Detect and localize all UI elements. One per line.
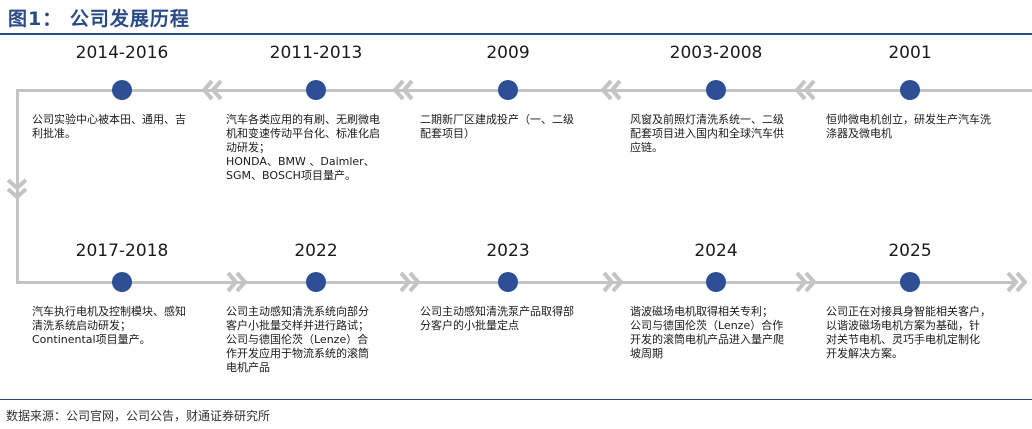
- desc-line: 公司实验中心被本田、通用、吉: [32, 113, 186, 126]
- top_row-milestone-dot-3: [498, 80, 518, 100]
- desc-line: HONDA、BMW 、Daimler、: [226, 155, 375, 168]
- top_row-milestone-desc-5: 恒帅微电机创立，研发生产汽车洗涤器及微电机: [826, 113, 1026, 141]
- top_row-milestone-dot-2: [306, 80, 326, 100]
- top_row-year-5: 2001: [888, 43, 932, 63]
- left-chevron-icon: [202, 79, 223, 101]
- bottom_row-milestone-desc-5: 公司正在对接具身智能相关客户，以谐波磁场电机方案为基础，针对关节电机、灵巧手电机…: [826, 305, 1026, 361]
- figure-title: 图1： 公司发展历程: [8, 8, 190, 30]
- top_row-milestone-desc-1: 公司实验中心被本田、通用、吉利批准。: [32, 113, 210, 141]
- bottom_row-milestone-desc-4: 谐波磁场电机取得相关专利；公司与德国伦茨（Lenze）合作开发的滚筒电机产品进入…: [630, 305, 810, 361]
- bottom_row-milestone-dot-3: [498, 272, 518, 292]
- desc-line: 机和变速传动平台化、标准化启: [226, 127, 380, 140]
- desc-line: 电机产品: [226, 361, 270, 374]
- bottom_row-year-2: 2022: [294, 241, 338, 261]
- desc-line: 利批准。: [32, 127, 76, 140]
- right-chevron-icon: [1006, 271, 1027, 293]
- desc-line: 以谐波磁场电机方案为基础，针: [826, 319, 980, 332]
- top_row-year-3: 2009: [486, 43, 530, 63]
- desc-line: SGM、BOSCH项目量产。: [226, 169, 356, 182]
- top_row-year-2: 2011-2013: [269, 43, 363, 63]
- bottom_row-year-3: 2023: [486, 241, 530, 261]
- desc-line: 谐波磁场电机取得相关专利；: [630, 305, 773, 318]
- bottom_row-milestone-dot-5: [900, 272, 920, 292]
- source-rule: [0, 399, 1032, 400]
- left-chevron-icon: [795, 79, 816, 101]
- right-chevron-icon: [602, 271, 623, 293]
- desc-line: 公司与德国伦茨（Lenze）合作: [630, 319, 784, 332]
- top_row-milestone-dot-5: [900, 80, 920, 100]
- source-note: 数据来源：公司官网，公司公告，财通证券研究所: [6, 409, 271, 423]
- bottom_row-milestone-desc-1: 汽车执行电机及控制模块、感知清洗系统启动研发；Continental项目量产。: [32, 305, 210, 347]
- bottom_row-milestone-desc-3: 公司主动感知清洗泵产品取得部分客户的小批量定点: [420, 305, 598, 333]
- desc-line: 动研发；: [226, 141, 270, 154]
- right-chevron-icon: [795, 271, 816, 293]
- bottom_row-milestone-dot-4: [706, 272, 726, 292]
- desc-line: 配套项目进入国内和全球汽车供: [630, 127, 784, 140]
- desc-line: 公司主动感知清洗泵产品取得部: [420, 305, 574, 318]
- top_row-year-1: 2014-2016: [75, 43, 169, 63]
- desc-line: 清洗系统启动研发；: [32, 319, 131, 332]
- title-rule: [0, 33, 1032, 35]
- desc-line: 应链。: [630, 141, 663, 154]
- left-chevron-icon: [601, 79, 622, 101]
- desc-line: 风窗及前照灯清洗系统一、二级: [630, 113, 784, 126]
- desc-line: 恒帅微电机创立，研发生产汽车洗: [826, 113, 991, 126]
- desc-line: 汽车执行电机及控制模块、感知: [32, 305, 186, 318]
- top_row-milestone-desc-4: 风窗及前照灯清洗系统一、二级配套项目进入国内和全球汽车供应链。: [630, 113, 810, 155]
- right-chevron-icon: [399, 271, 420, 293]
- timeline-top-line: [16, 89, 1032, 92]
- desc-line: 公司正在对接具身智能相关客户，: [826, 305, 991, 318]
- bottom_row-milestone-dot-2: [306, 272, 326, 292]
- desc-line: 分客户的小批量定点: [420, 319, 519, 332]
- bottom_row-milestone-dot-1: [112, 272, 132, 292]
- left-chevron-icon: [393, 79, 414, 101]
- desc-line: 开发解决方案。: [826, 347, 903, 360]
- top_row-milestone-desc-2: 汽车各类应用的有刷、无刷微电机和变速传动平台化、标准化启动研发；HONDA、BM…: [226, 113, 406, 183]
- desc-line: 二期新厂区建成投产（一、二级: [420, 113, 574, 126]
- bottom_row-milestone-desc-2: 公司主动感知清洗系统向部分客户小批量交样并进行路试；公司与德国伦茨（Lenze）…: [226, 305, 406, 375]
- top_row-milestone-desc-3: 二期新厂区建成投产（一、二级配套项目）: [420, 113, 598, 141]
- down-chevron-icon: [6, 178, 28, 199]
- desc-line: 汽车各类应用的有刷、无刷微电: [226, 113, 380, 126]
- desc-line: 涤器及微电机: [826, 127, 892, 140]
- desc-line: 公司主动感知清洗系统向部分: [226, 305, 369, 318]
- top_row-year-4: 2003-2008: [669, 43, 763, 63]
- desc-line: 作开发应用于物流系统的滚筒: [226, 347, 369, 360]
- bottom_row-year-5: 2025: [888, 241, 932, 261]
- desc-line: 公司与德国伦茨（Lenze）合: [226, 333, 369, 346]
- desc-line: 开发的滚筒电机产品进入量产爬: [630, 333, 784, 346]
- desc-line: 客户小批量交样并进行路试；: [226, 319, 369, 332]
- desc-line: 坡周期: [630, 347, 663, 360]
- bottom_row-year-1: 2017-2018: [75, 241, 169, 261]
- bottom_row-year-4: 2024: [694, 241, 738, 261]
- top_row-milestone-dot-1: [112, 80, 132, 100]
- desc-line: 对关节电机、灵巧手电机定制化: [826, 333, 980, 346]
- desc-line: 配套项目）: [420, 127, 475, 140]
- right-chevron-icon: [226, 271, 247, 293]
- desc-line: Continental项目量产。: [32, 333, 151, 346]
- top_row-milestone-dot-4: [706, 80, 726, 100]
